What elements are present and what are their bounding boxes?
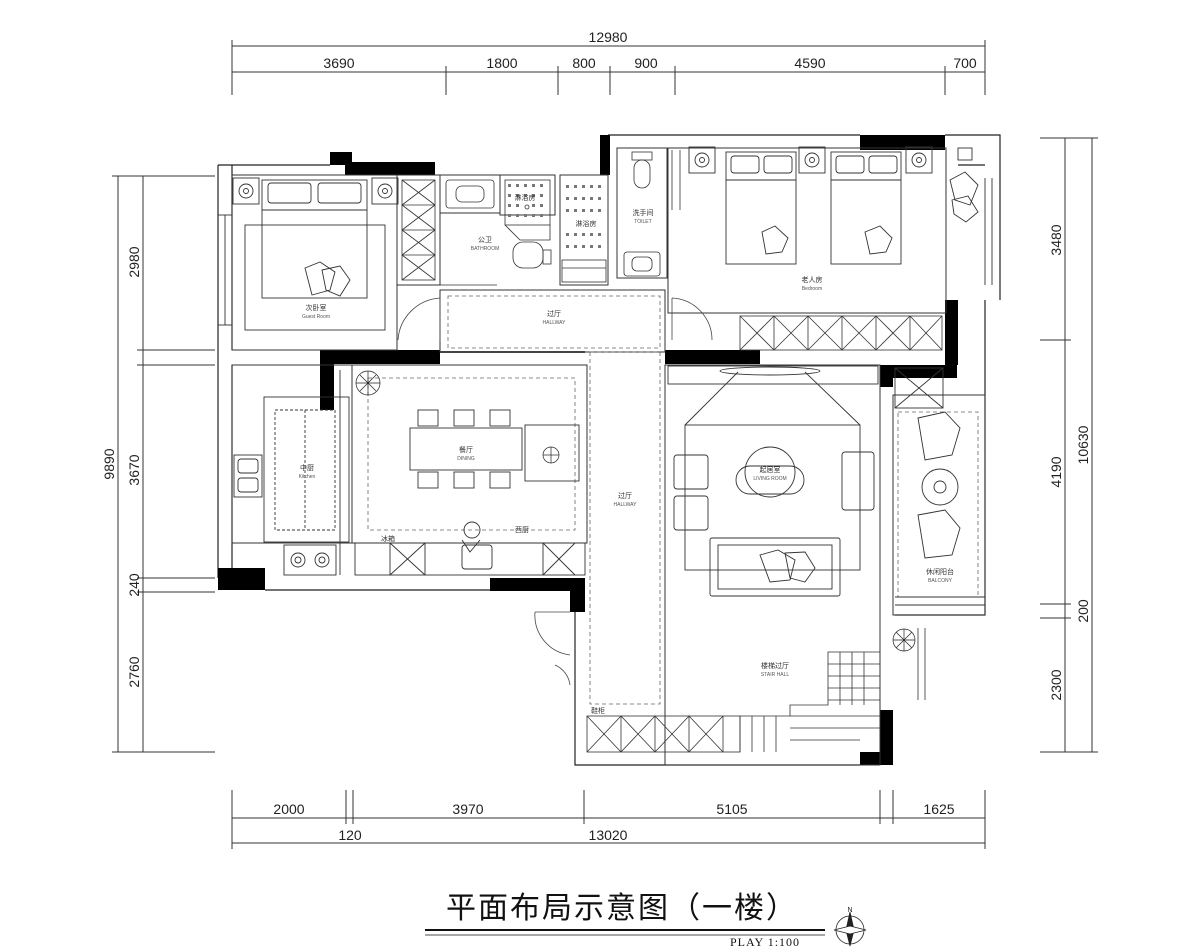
second-bedroom-furniture: [218, 177, 399, 331]
bottom-dimension-chain: [231, 790, 986, 849]
kitchen-furniture: [233, 370, 350, 576]
room-label-shower-2: 淋浴房: [576, 219, 597, 228]
room-label-dining: 餐厅: [459, 445, 473, 454]
compass-north-label: N: [847, 907, 852, 914]
plant-icon: [355, 370, 916, 652]
room-label-elder-room-en: Bedroom: [802, 286, 822, 292]
right-dimension-chain: [1040, 137, 1098, 753]
room-label-shoe-cabinet: 鞋柜: [591, 706, 605, 715]
dim-right-seg-2: 4190: [1048, 456, 1064, 487]
dim-bottom-total: 13020: [589, 827, 628, 843]
dim-top-seg-6: 700: [953, 55, 977, 71]
room-label-balcony: 休闲阳台: [926, 567, 954, 576]
interior-walls: [231, 147, 986, 766]
dim-top-seg-4: 900: [634, 55, 658, 71]
door-swings: [397, 297, 713, 686]
room-label-hallway-mid-en: HALLWAY: [614, 502, 638, 508]
public-bathroom-fixtures: [440, 179, 552, 286]
dim-top-seg-3: 800: [572, 55, 596, 71]
room-label-public-bath: 公卫: [478, 236, 492, 244]
room-label-living-en: LIVING ROOM: [753, 476, 786, 482]
dim-left-total: 9890: [101, 448, 117, 479]
shower-tiles-1: [508, 184, 543, 217]
top-dimension-chain: [231, 40, 986, 95]
room-label-stair-hall: 楼梯过厅: [761, 661, 789, 670]
staircase: [586, 628, 926, 753]
dim-left-seg-1: 2980: [126, 246, 142, 277]
north-arrow-icon: [833, 911, 867, 947]
room-label-elder-room: 老人房: [802, 275, 823, 284]
room-label-hallway-top-en: HALLWAY: [543, 320, 567, 326]
dim-bottom-small: 120: [338, 827, 362, 843]
room-label-west-kitchen: 西厨: [515, 526, 529, 534]
room-label-washroom-en: TOILET: [634, 219, 651, 225]
room-label-hallway-mid: 过厅: [618, 491, 632, 500]
scale-label: PLAY 1:100: [730, 935, 800, 947]
room-label-stair-hall-en: STAIR HALL: [761, 672, 789, 678]
left-dimension-chain: [112, 175, 215, 753]
dim-right-seg-4: 2300: [1048, 669, 1064, 700]
structural-columns: [218, 135, 958, 765]
dim-top-seg-2: 1800: [486, 55, 517, 71]
room-label-shower: 淋浴房: [515, 193, 536, 202]
drawing-title: 平面布局示意图（一楼）: [446, 891, 798, 926]
washroom-fixtures: [561, 150, 681, 283]
room-label-public-bath-en: BATHROOM: [471, 246, 500, 252]
room-label-second-bedroom-en: Guest Room: [302, 314, 330, 320]
living-room-furniture: [667, 365, 879, 597]
room-label-kitchen-en: Kitchen: [299, 474, 316, 480]
wardrobe-units: [401, 179, 436, 281]
dim-bottom-seg-3: 5105: [716, 801, 747, 817]
dim-bottom-seg-1: 2000: [273, 801, 304, 817]
dim-left-seg-3: 240: [126, 573, 142, 597]
elder-room-wardrobe: [739, 315, 943, 351]
elder-room-furniture: [688, 146, 993, 285]
room-label-hallway-top: 过厅: [547, 309, 561, 318]
room-label-second-bedroom: 次卧室: [306, 303, 327, 312]
shower-tiles-2: [566, 185, 601, 248]
balcony-furniture: [894, 367, 985, 606]
dim-right-seg-3: 200: [1075, 599, 1091, 623]
dim-right-seg-1: 3480: [1048, 224, 1064, 255]
dim-bottom-seg-4: 1625: [923, 801, 954, 817]
room-label-fridge: 冰箱: [381, 534, 395, 543]
dim-left-seg-4: 2760: [126, 656, 142, 687]
dim-left-seg-2: 3670: [126, 454, 142, 485]
dim-bottom-seg-2: 3970: [452, 801, 483, 817]
room-label-living: 起居室: [760, 465, 781, 474]
dim-top-seg-5: 4590: [794, 55, 825, 71]
dim-top-total: 12980: [589, 29, 628, 45]
room-label-kitchen: 中厨: [300, 463, 314, 472]
dining-furniture: [354, 409, 586, 576]
room-label-washroom: 洗手间: [633, 208, 654, 217]
room-label-dining-en: DINING: [457, 456, 475, 462]
dim-right-total: 10630: [1075, 425, 1091, 464]
room-label-balcony-en: BALCONY: [928, 578, 953, 584]
dim-top-seg-1: 3690: [323, 55, 354, 71]
